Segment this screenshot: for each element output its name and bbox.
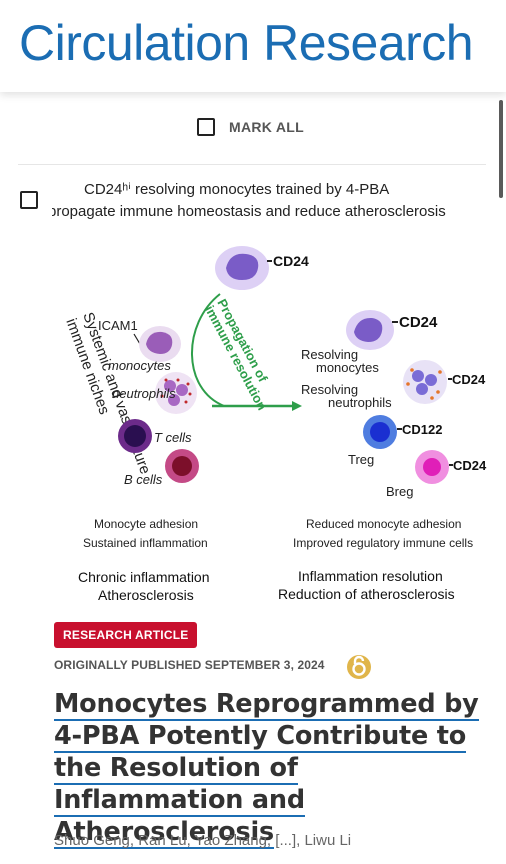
mark-all-label[interactable]: MARK ALL <box>229 119 304 135</box>
left-outcome-2: Atherosclerosis <box>98 587 194 602</box>
figure-title-line1: CD24ʰⁱ resolving monocytes trained by 4-… <box>84 181 389 198</box>
article-title[interactable]: Monocytes Reprogrammed by 4-PBA Potently… <box>54 688 490 849</box>
scrollbar-thumb[interactable] <box>499 100 503 198</box>
resolving-monocytes-label-2: monocytes <box>316 360 379 375</box>
resolving-monocytes-label-1: Resolving <box>301 347 358 362</box>
left-outcome-1: Chronic inflammation <box>78 569 210 585</box>
inflammatory-monocyte-nucleus <box>146 331 173 354</box>
treg-label: Treg <box>348 452 374 467</box>
publication-date: ORIGINALLY PUBLISHED SEPTEMBER 3, 2024 <box>54 658 325 672</box>
cd24-monocyte-nucleus-top <box>226 253 259 280</box>
right-caption-2: Improved regulatory immune cells <box>293 536 473 550</box>
neutrophils-label: neutrophils <box>112 386 176 401</box>
b-cells-label: B cells <box>124 472 163 487</box>
breg-label: Breg <box>386 484 413 499</box>
mark-all-checkbox[interactable] <box>197 118 215 136</box>
cd24-label-top: CD24 <box>273 253 309 269</box>
open-access-icon <box>347 655 371 679</box>
propagation-curve <box>191 293 225 407</box>
left-caption-2: Sustained inflammation <box>83 536 208 550</box>
t-cells-label: T cells <box>154 430 192 445</box>
graphical-abstract-figure[interactable]: CD24ʰⁱ resolving monocytes trained by 4-… <box>52 174 488 602</box>
resolving-monocyte-nucleus <box>354 317 383 342</box>
cd122-label: CD122 <box>402 422 442 437</box>
cd24-label-monocyte: CD24 <box>399 314 438 331</box>
article-select-checkbox[interactable] <box>20 191 38 209</box>
mark-all-control[interactable]: MARK ALL <box>197 118 304 136</box>
right-outcome-1: Inflammation resolution <box>298 568 443 584</box>
resolving-neutrophils-label-2: neutrophils <box>328 395 392 410</box>
article-title-link[interactable]: Monocytes Reprogrammed by 4-PBA Potently… <box>54 689 479 849</box>
right-outcome-2: Reduction of atherosclerosis <box>278 586 455 602</box>
article-type-badge: RESEARCH ARTICLE <box>54 622 198 648</box>
site-header: Circulation Research <box>0 0 506 92</box>
cd24-label-breg: CD24 <box>453 458 487 473</box>
icam1-pointer <box>133 333 141 345</box>
right-caption-1: Reduced monocyte adhesion <box>306 517 461 531</box>
propagation-arrowhead <box>292 401 302 411</box>
left-caption-1: Monocyte adhesion <box>94 517 198 531</box>
journal-logo[interactable]: Circulation Research <box>19 15 474 71</box>
divider <box>18 164 486 165</box>
resolving-neutrophils-label-1: Resolving <box>301 382 358 397</box>
cd24-label-neutrophil: CD24 <box>452 372 486 387</box>
monocytes-label: monocytes <box>108 358 171 373</box>
figure-title-line2: propagate immune homeostasis and reduce … <box>52 203 446 220</box>
resolving-neutrophil-cell <box>403 360 447 404</box>
icam1-label: ICAM1 <box>98 318 138 333</box>
article-authors: Shuo Geng, Ran Lu, Yao Zhang, [...], Liw… <box>54 832 352 849</box>
